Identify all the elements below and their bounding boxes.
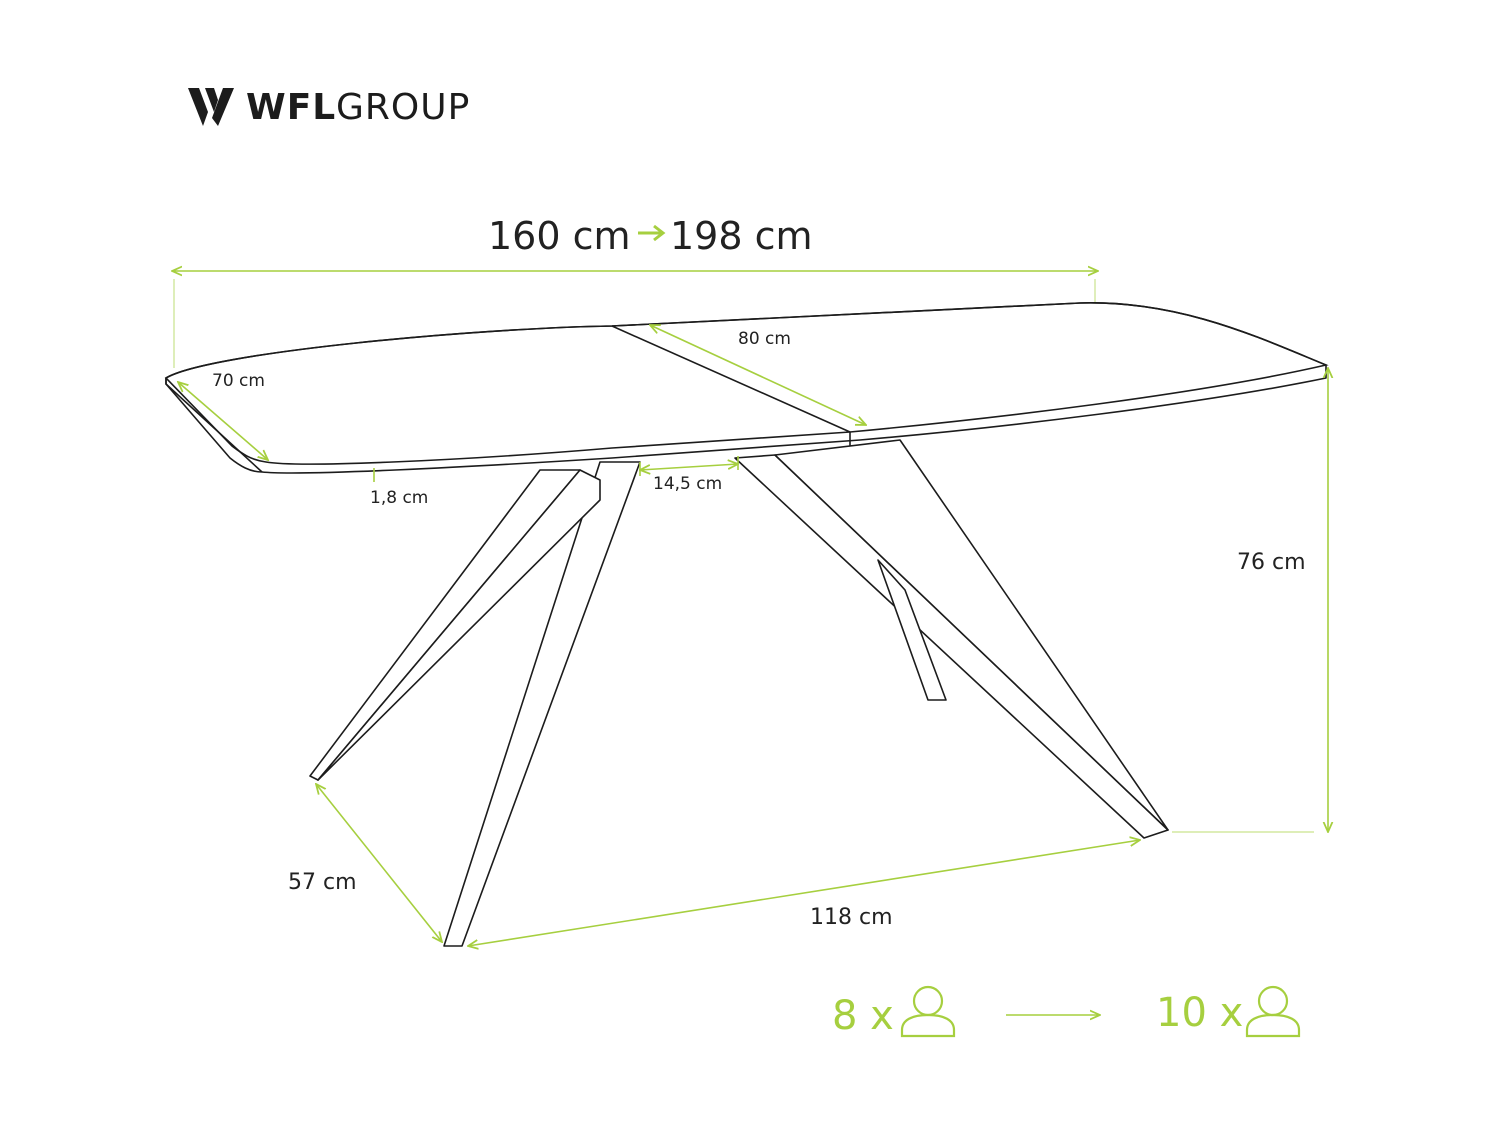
height-label: 76 cm xyxy=(1237,550,1306,575)
table-legs xyxy=(309,439,1169,947)
leg-front-left xyxy=(443,461,641,947)
tabletop-upper-edge xyxy=(164,302,1329,465)
seating-extended-label: 10 x xyxy=(1156,990,1243,1036)
extend-arrow-icon xyxy=(638,224,666,242)
brand-name-light: GROUP xyxy=(336,87,470,128)
leg-span-length-label: 118 cm xyxy=(810,905,893,930)
wfl-logo-icon xyxy=(188,88,234,126)
insert-width-dimension-line xyxy=(650,325,866,425)
leg-front-right xyxy=(734,454,1169,839)
depth-label: 70 cm xyxy=(212,371,265,391)
seating-collapsed-label: 8 x xyxy=(832,993,894,1039)
insert-width-label: 80 cm xyxy=(738,329,791,349)
apron-dimension-line xyxy=(640,464,738,470)
person-icon xyxy=(900,985,956,1038)
seating-capacity: 8 x 10 x xyxy=(832,985,1301,1039)
length-collapsed-label: 160 cm xyxy=(488,214,631,258)
person-icon xyxy=(1245,985,1301,1038)
leg-back-left-inner xyxy=(317,469,601,781)
leg-length-dimension-line xyxy=(468,840,1140,946)
length-extended-label: 198 cm xyxy=(670,214,813,258)
top-thickness-label: 1,8 cm xyxy=(370,488,428,508)
leg-span-depth-label: 57 cm xyxy=(288,870,357,895)
depth-dimension-line xyxy=(178,382,268,460)
leg-depth-dimension-line xyxy=(316,784,442,942)
leg-back-right xyxy=(877,559,947,701)
leg-front-right-face xyxy=(774,439,1169,831)
brand-name-bold: WFL xyxy=(246,87,336,128)
apron-height-label: 14,5 cm xyxy=(653,474,722,494)
brand-logo: WFL GROUP xyxy=(188,87,470,128)
